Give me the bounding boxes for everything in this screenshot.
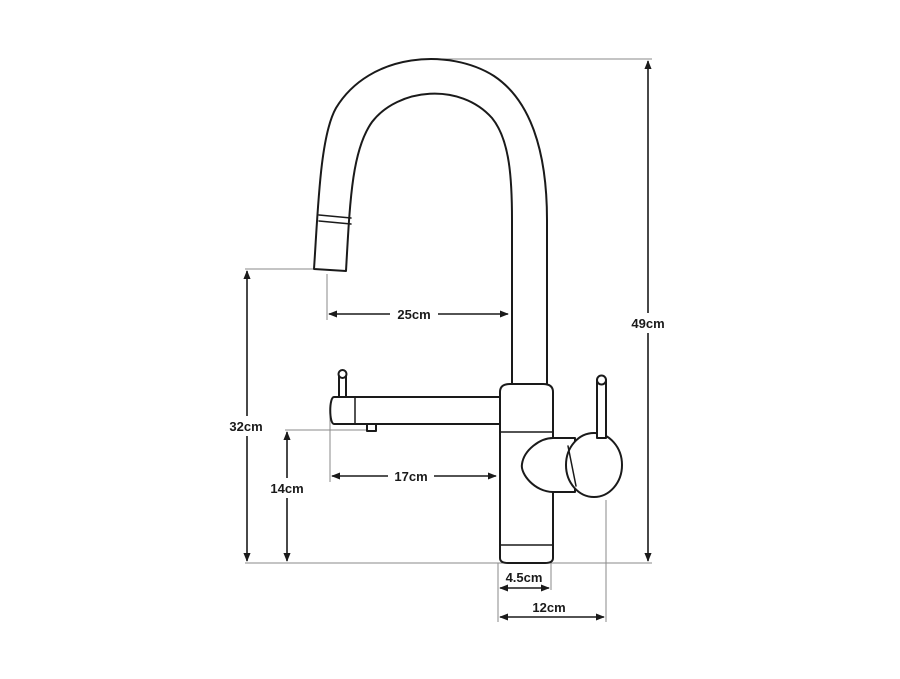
label-base-diameter: 4.5cm <box>506 570 543 585</box>
mixer-lever <box>596 379 607 439</box>
extension-lines <box>245 58 652 622</box>
gooseneck-spout <box>313 58 548 391</box>
label-spout-outlet-height: 32cm <box>229 419 262 434</box>
dimension-arrows <box>243 60 652 621</box>
handle-cap-edge <box>567 445 577 487</box>
filter-lever-knob <box>337 369 348 379</box>
spout-collar-line-1 <box>318 214 352 219</box>
filter-spout-arm <box>329 396 501 425</box>
faucet-body <box>313 58 623 564</box>
mixer-handle-body <box>520 437 576 493</box>
mixer-lever-knob <box>596 374 607 386</box>
mixer-handle-cap <box>565 432 623 498</box>
label-filter-outlet-height: 14cm <box>270 481 303 496</box>
filter-outlet-nozzle <box>366 423 377 432</box>
spout-collar-line-2 <box>318 220 352 225</box>
label-total-height: 49cm <box>631 316 664 331</box>
label-spout-reach: 25cm <box>397 307 430 322</box>
dimension-labels: 25cm 49cm 32cm 14cm 17cm 4.5cm 12cm <box>222 304 672 615</box>
label-handle-depth: 12cm <box>532 600 565 615</box>
label-filter-spout-reach: 17cm <box>394 469 427 484</box>
